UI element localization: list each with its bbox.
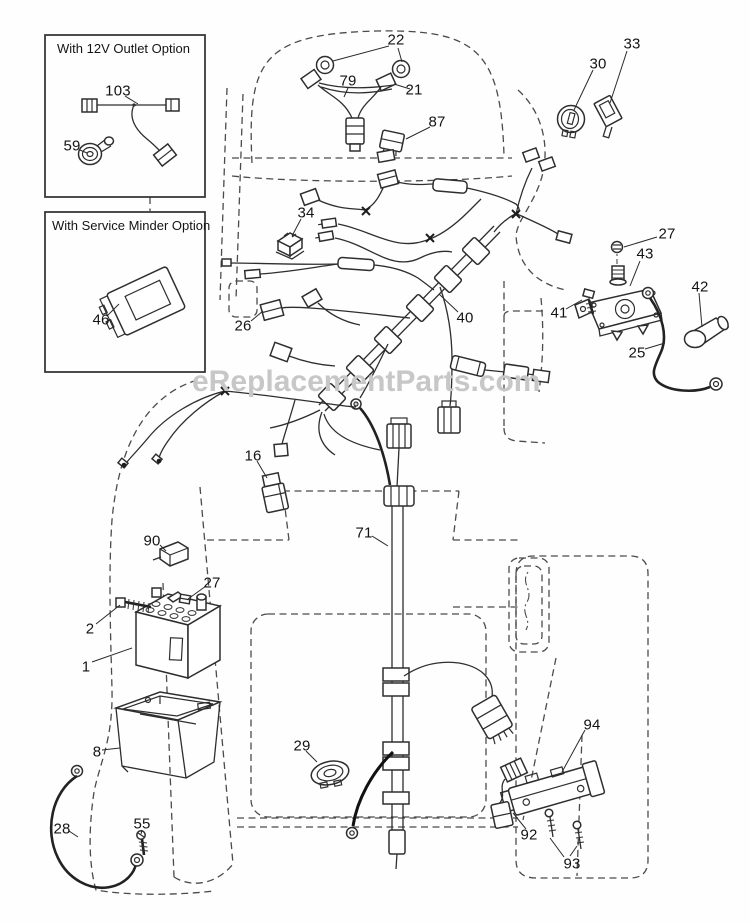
splice-marks — [220, 206, 521, 396]
callout-2[interactable]: 2 — [85, 620, 95, 638]
callout-90[interactable]: 90 — [143, 532, 161, 550]
callout-40[interactable]: 40 — [456, 309, 474, 327]
bolt-55 — [136, 830, 149, 856]
callout-8[interactable]: 8 — [92, 743, 102, 761]
callout-28[interactable]: 28 — [53, 820, 71, 838]
callout-93[interactable]: 93 — [563, 855, 581, 873]
relay-34 — [275, 232, 305, 260]
battery-cable-25 — [641, 286, 723, 392]
twelve-volt-outlet-harness — [81, 98, 180, 168]
twelve-volt-outlet — [77, 136, 115, 166]
callout-43[interactable]: 43 — [636, 245, 654, 263]
callout-79[interactable]: 79 — [339, 72, 357, 90]
callout-42[interactable]: 42 — [691, 278, 709, 296]
callout-94[interactable]: 94 — [583, 716, 601, 734]
callout-34[interactable]: 34 — [297, 204, 315, 222]
center-harness-71 — [345, 403, 493, 870]
cap-29 — [310, 760, 350, 789]
callout-26[interactable]: 26 — [234, 317, 252, 335]
battery-nut-27 — [178, 593, 192, 605]
clip-90 — [152, 541, 189, 567]
callout-27-solenoid[interactable]: 27 — [658, 225, 676, 243]
callout-27-battery[interactable]: 27 — [203, 574, 221, 592]
callout-87[interactable]: 87 — [428, 113, 446, 131]
solenoid-43 — [574, 240, 663, 342]
callout-29[interactable]: 29 — [293, 737, 311, 755]
callout-22[interactable]: 22 — [387, 31, 405, 49]
mounting-screws-93 — [544, 808, 585, 850]
callout-25[interactable]: 25 — [628, 344, 646, 362]
option-box-title-12v: With 12V Outlet Option — [57, 41, 190, 56]
terminal-boot-42 — [683, 315, 730, 349]
option-box-title-service-minder: With Service Minder Option — [52, 218, 211, 233]
left-bullet-wires — [116, 390, 357, 469]
module-connector-92 — [490, 757, 529, 829]
battery-tray — [113, 691, 223, 779]
callout-71[interactable]: 71 — [355, 524, 373, 542]
callout-16[interactable]: 16 — [244, 447, 262, 465]
headlight-harness — [299, 55, 411, 152]
interlock-switch-33 — [593, 94, 623, 139]
callout-30[interactable]: 30 — [589, 55, 607, 73]
option-box-frames — [44, 34, 206, 373]
bolt-41 — [581, 287, 597, 315]
main-wiring-harness — [221, 148, 551, 456]
control-module-94 — [499, 760, 606, 816]
chassis-dashed-outline — [89, 30, 649, 895]
watermark: eReplacementParts.com — [192, 365, 541, 398]
callout-46[interactable]: 46 — [92, 311, 110, 329]
hood-corner-connectors — [515, 146, 573, 245]
callout-33[interactable]: 33 — [623, 35, 641, 53]
callout-21[interactable]: 21 — [405, 81, 423, 99]
callout-1[interactable]: 1 — [81, 658, 91, 676]
interlock-connector-16 — [261, 471, 290, 514]
callout-92[interactable]: 92 — [520, 826, 538, 844]
ground-cable-28 — [49, 764, 144, 890]
service-minder-meter — [98, 266, 186, 339]
callout-103[interactable]: 103 — [105, 82, 131, 100]
battery-bolt-2 — [115, 597, 152, 614]
battery — [133, 587, 222, 680]
callout-55[interactable]: 55 — [133, 815, 151, 833]
ignition-switch — [556, 104, 586, 139]
callout-41[interactable]: 41 — [550, 304, 568, 322]
callout-59[interactable]: 59 — [63, 137, 81, 155]
harness-plug — [471, 694, 514, 745]
callout-leader-lines — [68, 45, 703, 858]
